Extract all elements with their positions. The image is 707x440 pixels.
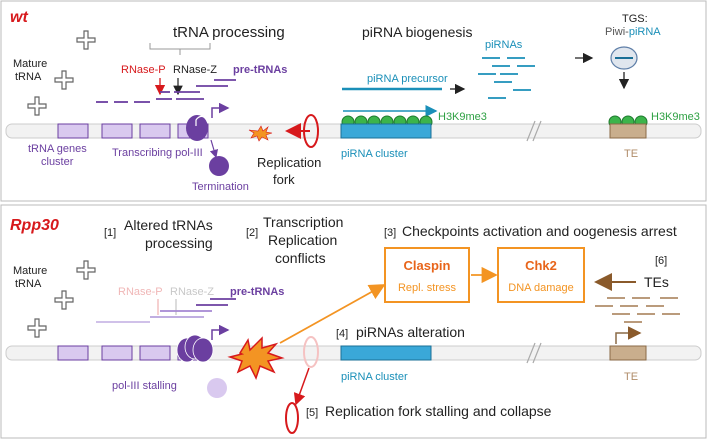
trna-processing-title: tRNA processing (173, 24, 285, 41)
pirna-cluster-label-top: piRNA cluster (341, 148, 408, 160)
claspin-label: Claspin (404, 258, 451, 273)
te-tss-bottom (615, 326, 642, 344)
chromosome-break-mark (526, 342, 542, 364)
rnase-p-label: RNase-P (121, 64, 166, 76)
pol3-stalling-label: pol-III stalling (112, 380, 177, 392)
minor-conflict-burst (248, 125, 273, 142)
mature-pirnas (478, 57, 535, 99)
replication-fork-label-1: Replication (257, 155, 321, 170)
step1-text-1: Altered tRNAs (124, 217, 213, 233)
mature-trna-label-1: Mature (13, 265, 47, 277)
step1-number: [1] (104, 227, 116, 239)
step2-number: [2] (246, 227, 258, 239)
trna-gene (57, 345, 89, 361)
pre-trnas-label: pre-tRNAs (230, 286, 284, 298)
step3-text: Checkpoints activation and oogenesis arr… (402, 223, 677, 239)
rnase-z-label: RNase-Z (173, 64, 217, 76)
mature-trna-label-1: Mature (13, 58, 47, 70)
released-pol3-faded (207, 378, 227, 398)
tss-arrow-top (211, 102, 230, 118)
step5-text: Replication fork stalling and collapse (325, 403, 552, 419)
h3k9me3-te-label: H3K9me3 (651, 111, 700, 123)
step2-text-1: Transcription (263, 214, 343, 230)
pirnas-label: piRNAs (485, 39, 523, 51)
step4-text: piRNAs alteration (356, 324, 465, 340)
step3-number: [3] (384, 227, 396, 239)
rnase-p-label-faded: RNase-P (118, 286, 163, 298)
replication-fork-faded (303, 336, 319, 368)
te-transcripts (595, 297, 680, 323)
trna-gene (101, 345, 133, 361)
trna-gene (57, 123, 89, 139)
transcribing-pol3-label: Transcribing pol-III (112, 147, 203, 159)
te-top (609, 123, 647, 139)
step4-number: [4] (336, 328, 348, 340)
pre-trnas-label: pre-tRNAs (233, 64, 287, 76)
stalled-pol3-pileup (176, 334, 214, 363)
transcription-replication-conflict-burst (227, 336, 285, 380)
te-label-bottom: TE (624, 371, 638, 383)
panel-wt (0, 0, 707, 202)
chk2-box (497, 247, 585, 303)
pirna-cluster-top (340, 123, 432, 139)
tgs-label: TGS: (622, 13, 648, 25)
trna-processing-bracket (149, 43, 211, 55)
rnase-z-label-faded: RNase-Z (170, 286, 214, 298)
tes-label: TEs (644, 274, 669, 290)
trna-gene (139, 123, 171, 139)
piwi-label: Piwi-piRNA (605, 26, 661, 38)
pirna-cluster-bottom (340, 345, 432, 361)
step2-text-3: conflicts (275, 250, 326, 266)
termination-label: Termination (192, 181, 249, 193)
trna-gene (101, 123, 133, 139)
fork-collapse-arrow (293, 367, 310, 406)
termination-arrow (209, 139, 218, 159)
tss-arrow-bottom (211, 324, 230, 340)
step6-number: [6] (655, 255, 667, 267)
pre-trna-fragments (96, 298, 236, 323)
step1-text-2: processing (145, 235, 213, 251)
pirna-cluster-label-bottom: piRNA cluster (341, 371, 408, 383)
te-label-top: TE (624, 148, 638, 160)
trna-gene (139, 345, 171, 361)
conflict-to-checkpoint-arrow (279, 284, 386, 344)
mature-trna-label-2: tRNA (15, 71, 42, 83)
step2-text-2: Replication (268, 232, 337, 248)
chk2-label: Chk2 (525, 258, 557, 273)
trna-genes-label-1: tRNA genes (28, 143, 87, 155)
claspin-sub-label: Repl. stress (398, 282, 457, 294)
replication-fork-label-2: fork (273, 172, 295, 187)
panel-label-wt: wt (10, 9, 28, 26)
collapsed-fork (285, 402, 299, 434)
mature-trna-label-2: tRNA (15, 278, 42, 290)
trna-genes-label-2: cluster (41, 156, 74, 168)
step5-number: [5] (306, 407, 318, 419)
pol3-enzyme (186, 115, 208, 141)
pirna-biogenesis-title: piRNA biogenesis (362, 24, 473, 40)
chromosome-break-mark (526, 120, 542, 142)
pre-trna-fragments (96, 79, 236, 103)
chk2-sub-label: DNA damage (508, 282, 573, 294)
pol3-rna (195, 115, 207, 126)
h3k9me3-cluster-label: H3K9me3 (438, 111, 487, 123)
claspin-box (384, 247, 470, 303)
panel-label-rpp30: Rpp30 (10, 217, 59, 234)
released-pol3 (209, 156, 229, 176)
te-bottom (609, 345, 647, 361)
pirna-precursor-label: piRNA precursor (367, 73, 448, 85)
